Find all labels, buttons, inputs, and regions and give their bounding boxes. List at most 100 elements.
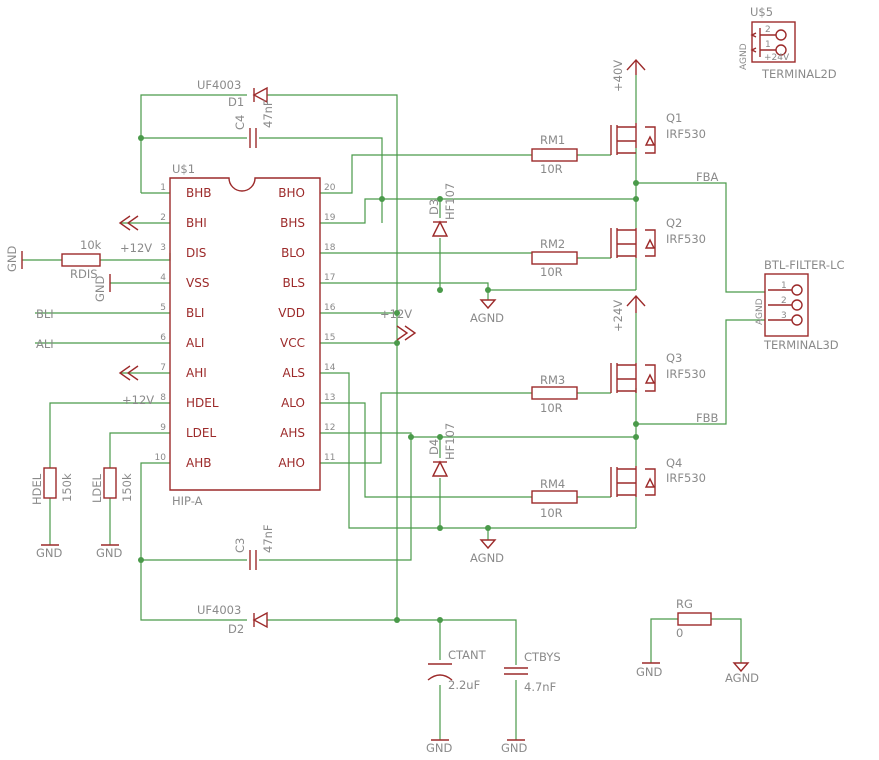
terminal-u5: U$5 TERMINAL2D 2 1 AGND +24V xyxy=(739,5,837,81)
resistor-rdis: 10k RDIS xyxy=(61,238,102,281)
ic-pin-label: ALI xyxy=(186,336,204,350)
d4-name: D4 xyxy=(427,439,441,455)
agnd-bottom-label: AGND xyxy=(470,551,504,565)
ic-pin-number: 10 xyxy=(155,453,167,463)
capacitor-ctbys: CTBYS 4.7nF xyxy=(504,650,561,694)
ic-pin-label: ALO xyxy=(281,396,305,410)
supply-12v-vdd: +12V xyxy=(380,307,417,341)
mosfet-q3: Q3 IRF530 xyxy=(610,351,706,393)
btl-pin2: 2 xyxy=(781,296,787,306)
ic-pin-label: ALS xyxy=(282,366,305,380)
ic-pin-number: 17 xyxy=(324,273,335,283)
c3-name: C3 xyxy=(233,538,247,553)
sup-12v-bhi: +12V xyxy=(120,241,152,255)
u5-net-agnd: AGND xyxy=(739,43,749,70)
rm2-name: RM2 xyxy=(540,237,565,251)
ic-pin-label: VDD xyxy=(278,306,305,320)
diode-d2: UF4003 D2 xyxy=(197,603,268,636)
ic-pin-label: LDEL xyxy=(186,426,217,440)
hdel-name: HDEL xyxy=(30,473,44,505)
net-fba: FBA xyxy=(696,170,719,184)
ic-pin-label: AHS xyxy=(280,426,305,440)
d3-name: D3 xyxy=(427,199,441,215)
c4-value: 47nF xyxy=(261,99,275,128)
ic-pin-number: 18 xyxy=(324,243,336,253)
ic-pin-number: 19 xyxy=(324,213,336,223)
agnd-bottom: AGND xyxy=(470,539,504,565)
supply-24v: +24V xyxy=(611,294,646,332)
resistor-ldel: LDEL 150k xyxy=(90,467,134,503)
resistor-rm4: RM4 10R xyxy=(531,477,578,520)
ic-pin-label: BHO xyxy=(278,186,305,200)
gnd-dis: GND xyxy=(5,245,23,272)
agnd-rg: AGND xyxy=(725,662,759,685)
terminal-btl: BTL-FILTER-LC TERMINAL3D 1 2 3 AGND xyxy=(755,258,845,352)
ic-pin-label: BHB xyxy=(186,186,212,200)
q3-name: Q3 xyxy=(666,351,682,365)
ic-pin-number: 15 xyxy=(324,333,335,343)
q4-value: IRF530 xyxy=(666,471,706,485)
btl-pin3: 3 xyxy=(781,311,787,321)
q3-value: IRF530 xyxy=(666,367,706,381)
sup-12v-hdel: +12V xyxy=(122,393,154,407)
junctions xyxy=(138,135,639,623)
btl-net-agnd: AGND xyxy=(755,298,765,325)
ic-pin-label: BLO xyxy=(281,246,305,260)
ic-pin-number: 11 xyxy=(324,453,335,463)
u5-value: TERMINAL2D xyxy=(761,67,837,81)
rm1-name: RM1 xyxy=(540,133,565,147)
ctbys-value: 4.7nF xyxy=(524,680,556,694)
ic-pin-number: 7 xyxy=(160,363,166,373)
ic-pin-label: BLI xyxy=(186,306,204,320)
rm1-value: 10R xyxy=(540,162,563,176)
ic-pin-number: 13 xyxy=(324,393,335,403)
sup-40v: +40V xyxy=(611,60,625,92)
ic-pin-label: BLS xyxy=(282,276,305,290)
gnd-ctbys-label: GND xyxy=(501,741,528,755)
btl-value: TERMINAL3D xyxy=(763,338,839,352)
q1-value: IRF530 xyxy=(666,127,706,141)
hdel-value: 150k xyxy=(60,473,74,502)
ic-pin-number: 3 xyxy=(160,243,166,253)
agnd-top: AGND xyxy=(470,299,504,325)
ic-pin-number: 1 xyxy=(160,183,166,193)
d3-value: HF107 xyxy=(443,183,457,220)
net-bli: BLI xyxy=(36,307,54,321)
capacitor-c4: C4 47nF xyxy=(233,99,275,148)
sup-24v: +24V xyxy=(611,300,625,332)
resistor-rm3: RM3 10R xyxy=(531,373,578,415)
agnd-rg-label: AGND xyxy=(725,671,759,685)
ctant-name: CTANT xyxy=(448,648,487,662)
gnd-ldel-label: GND xyxy=(96,546,123,560)
capacitor-ctant: CTANT 2.2uF xyxy=(427,648,487,692)
u5-pin1: 1 xyxy=(765,40,771,50)
ic-pin-number: 6 xyxy=(160,333,166,343)
gnd-rg: GND xyxy=(636,662,663,679)
gnd-ctbys: GND xyxy=(501,739,528,755)
ic-pin-label: AHB xyxy=(186,456,211,470)
supply-12v-ahi: +12V xyxy=(118,365,154,407)
mosfet-q2: Q2 IRF530 xyxy=(610,216,706,258)
ic-pin-label: VCC xyxy=(280,336,305,350)
ic-pin-label: VSS xyxy=(186,276,209,290)
ic-pin-number: 20 xyxy=(324,183,336,193)
rdis-value: 10k xyxy=(80,238,102,252)
net-fbb: FBB xyxy=(696,411,719,425)
rg-name: RG xyxy=(676,597,693,611)
ic-pin-label: BHI xyxy=(186,216,207,230)
q4-name: Q4 xyxy=(666,456,682,470)
rm2-value: 10R xyxy=(540,265,563,279)
resistor-rg: RG 0 xyxy=(676,597,712,640)
d1-value: UF4003 xyxy=(197,78,241,92)
rm4-value: 10R xyxy=(540,506,563,520)
c4-name: C4 xyxy=(233,115,247,130)
ic-pin-label: DIS xyxy=(186,246,206,260)
sup-12v-vdd: +12V xyxy=(380,307,412,321)
gnd-vss-label: GND xyxy=(93,275,107,302)
resistor-hdel: HDEL 150k xyxy=(30,467,74,505)
ic-pin-number: 9 xyxy=(160,423,166,433)
ic-pin-number: 12 xyxy=(324,423,335,433)
gnd-ldel: GND xyxy=(96,544,123,560)
c3-value: 47nF xyxy=(261,524,275,553)
btl-name: BTL-FILTER-LC xyxy=(764,258,845,272)
